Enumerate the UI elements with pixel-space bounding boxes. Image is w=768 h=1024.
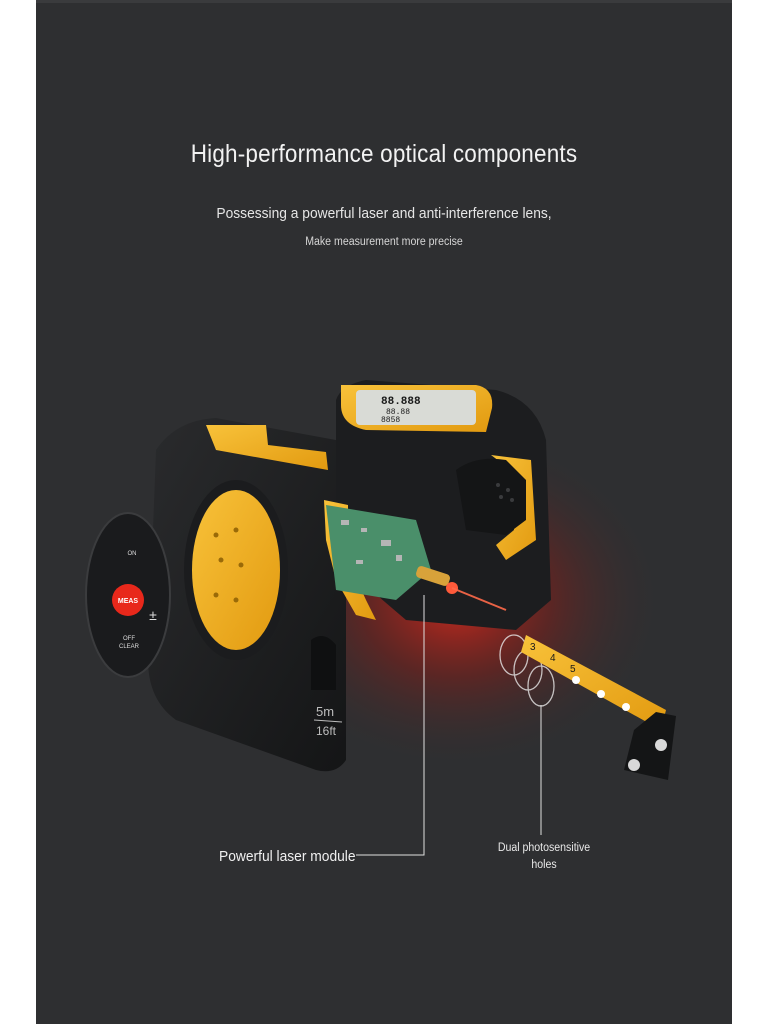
display-reading-2: 88.88 <box>386 408 410 417</box>
circuit-components <box>341 520 402 564</box>
callout-holes-line-2: holes <box>531 859 557 871</box>
belt-clip-slot <box>311 636 336 690</box>
tape-label-metric: 5m <box>316 704 334 719</box>
clear-button-label: CLEAR <box>119 644 140 650</box>
circuit-board <box>326 505 431 600</box>
meas-button-label: MEAS <box>118 598 139 605</box>
tape-blade-holes <box>572 676 630 711</box>
tape-digit-5: 5 <box>570 664 576 675</box>
lens-dots <box>496 483 514 502</box>
display-reading-1: 88.888 <box>381 396 421 408</box>
panel-top-border <box>36 0 732 3</box>
laser-tape-measure-illustration: 5m 16ft MEAS ON OFF CLEAR ± 88.888 88.88… <box>85 380 676 856</box>
disc-dots <box>213 527 244 603</box>
off-button-label: OFF <box>123 636 135 642</box>
lens-housing <box>456 458 526 535</box>
plusminus-button-label: ± <box>149 607 157 623</box>
callout-holes-line-1: Dual photosensitive <box>497 842 591 854</box>
subtitle-line-1: Possessing a powerful laser and anti-int… <box>216 205 552 222</box>
tape-label-divider <box>313 719 343 723</box>
housing-top-ridge <box>206 425 328 470</box>
on-button-label: ON <box>128 551 137 557</box>
laser-beam <box>451 587 507 611</box>
callout-line-laser <box>356 595 425 856</box>
subtitle-line-2: Make measurement more precise <box>305 236 463 248</box>
tape-digit-3: 3 <box>530 642 536 653</box>
hook-magnet-1 <box>655 739 667 751</box>
meas-button <box>112 584 144 616</box>
display-screen <box>356 390 476 425</box>
callout-photosensitive-holes: Dual photosensitive holes <box>489 840 599 874</box>
tape-label-imperial: 16ft <box>316 724 337 738</box>
callout-laser-module: Powerful laser module <box>219 848 356 865</box>
tape-digit-4: 4 <box>550 653 556 664</box>
laser-module <box>416 566 450 586</box>
product-panel: High-performance optical components Poss… <box>36 0 732 1024</box>
display-reading-3: 8858 <box>381 416 400 425</box>
housing-side-disc-yellow <box>192 490 280 650</box>
page-title: High-performance optical components <box>190 140 578 168</box>
hook-magnet-2 <box>628 759 640 771</box>
